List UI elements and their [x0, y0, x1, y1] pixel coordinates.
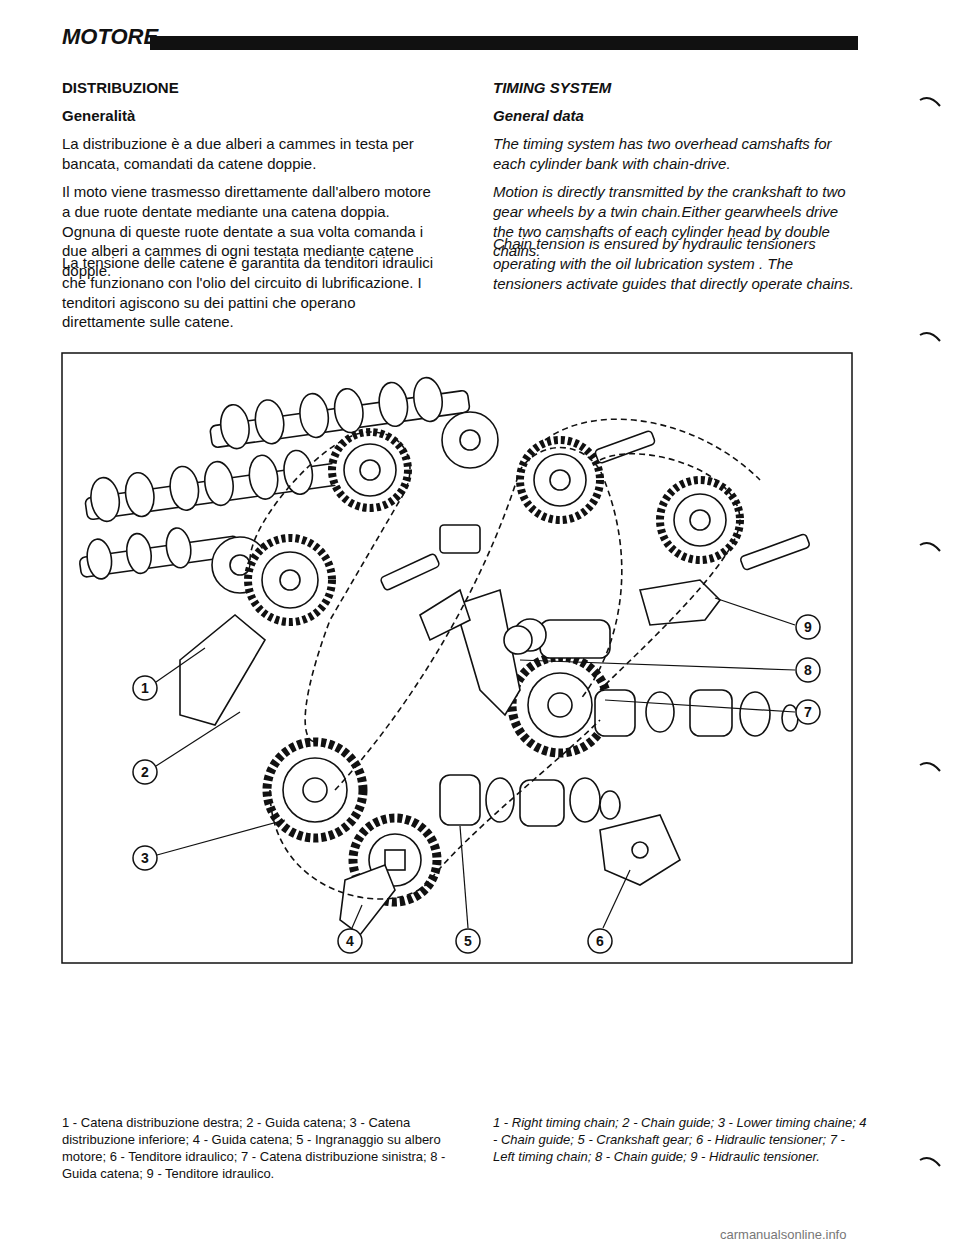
paragraph-it: La distribuzione è a due alberi a cammes…: [62, 134, 442, 174]
callout-number: 6: [590, 931, 610, 951]
callout-number: 1: [135, 678, 155, 698]
caption-en: 1 - Right timing chain; 2 - Chain guide;…: [493, 1114, 868, 1165]
paragraph-en: Chain tension is ensured by hydraulic te…: [493, 234, 863, 293]
timing-chains: [250, 419, 760, 899]
caption-it: 1 - Catena distribuzione destra; 2 - Gui…: [62, 1114, 457, 1183]
callout-number: 9: [798, 617, 818, 637]
subheading-it: Generalità: [62, 106, 442, 126]
callout-number: 3: [135, 848, 155, 868]
paragraph-en: The timing system has two overhead camsh…: [493, 134, 863, 174]
leader-lines: [156, 598, 795, 928]
heading-en: TIMING SYSTEM: [493, 78, 863, 98]
subheading-en: General data: [493, 106, 863, 126]
callout-circles: [133, 615, 820, 953]
figure-frame: [62, 353, 852, 963]
paragraph-it: La tensione delle catene è garantita da …: [62, 253, 442, 332]
callout-number: 7: [798, 702, 818, 722]
callout-number: 8: [798, 660, 818, 680]
header-bar: [150, 36, 858, 50]
margin-marks: [920, 98, 940, 1166]
callout-number: 5: [458, 931, 478, 951]
section-header: MOTORE: [62, 22, 162, 51]
mechanism: [77, 372, 810, 935]
callout-number: 4: [340, 931, 360, 951]
heading-it: DISTRIBUZIONE: [62, 78, 442, 98]
watermark: carmanualsonline.info: [720, 1226, 920, 1243]
callout-number: 2: [135, 762, 155, 782]
